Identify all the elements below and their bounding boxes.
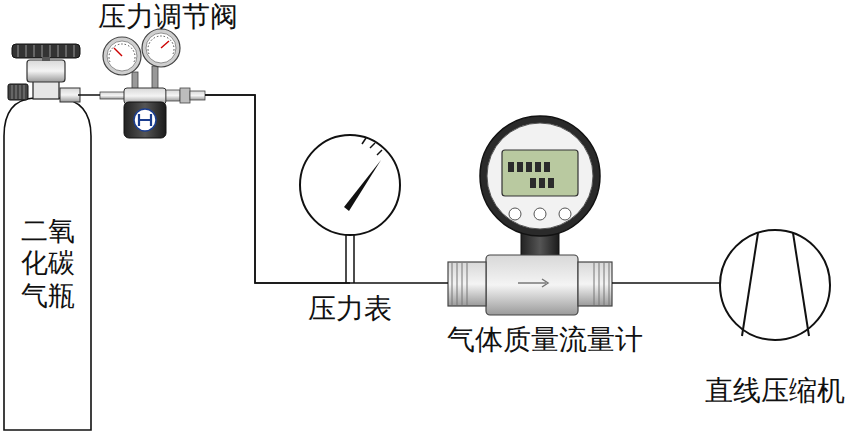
node-label: 二氧化碳气瓶 [21, 215, 75, 312]
gas-pipe [612, 283, 720, 284]
pipe-line [205, 95, 350, 283]
flow-meter [448, 116, 612, 315]
pipe-line [205, 95, 448, 283]
gas-cylinder-node: 二氧化碳气瓶 [3, 40, 92, 430]
gas-cylinder [4, 44, 91, 430]
pressure-gauge-node: 压力表 [300, 135, 400, 283]
node-label: 压力表 [308, 293, 392, 325]
node-label: 气体质量流量计 [447, 324, 643, 356]
linear-compressor [720, 230, 830, 340]
pressure-gauge [300, 135, 400, 283]
pipe-line [78, 94, 100, 96]
compressor-node: 直线压缩机 [720, 230, 830, 340]
gas-pipe [205, 95, 350, 283]
gas-pipe [205, 95, 448, 283]
flow-meter-node: 气体质量流量计 [448, 116, 612, 316]
node-label: 压力调节阀 [98, 1, 238, 33]
node-label: 直线压缩机 [705, 375, 845, 407]
regulator-node: 压力调节阀 [100, 32, 205, 140]
pipe-line [612, 282, 720, 284]
pressure-regulator [100, 29, 205, 138]
gas-pipe [78, 95, 100, 96]
